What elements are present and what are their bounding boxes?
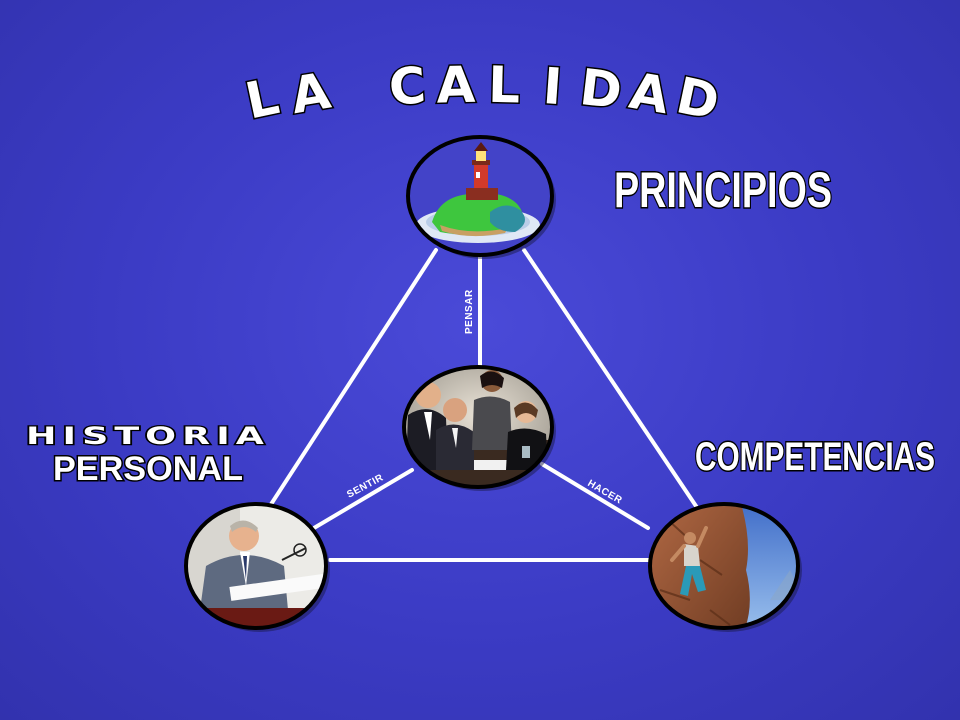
business-meeting-icon [404, 367, 552, 487]
title-letter: D [671, 66, 724, 131]
title-letter: C [387, 56, 428, 116]
title-letter: A [626, 62, 674, 126]
lighthouse-island-icon [408, 137, 552, 255]
edge-top-right [522, 248, 702, 514]
edge-label-pensar: PENSAR [464, 289, 475, 334]
title-letter: D [577, 58, 625, 120]
title-letter: A [436, 56, 476, 115]
node-competencias [648, 502, 802, 632]
label-historia: HISTORIA [26, 422, 270, 450]
connector-lines [264, 248, 702, 562]
title-letter: L [241, 67, 284, 130]
title-letter: I [541, 57, 564, 116]
rock-climber-icon [650, 504, 798, 628]
businessman-reading-icon [186, 504, 326, 628]
node-historia-personal [184, 502, 330, 632]
node-principios [406, 135, 556, 259]
title-letter: A [287, 62, 335, 126]
label-competencias: COMPETENCIAS [695, 435, 935, 479]
label-principios: PRINCIPIOS [614, 162, 832, 218]
edge-right-center [540, 462, 650, 530]
label-personal: PERSONAL [53, 450, 243, 488]
title-letter: L [488, 56, 521, 115]
edge-left-center [312, 468, 414, 530]
edge-top-left [264, 248, 438, 514]
node-center [402, 365, 556, 491]
